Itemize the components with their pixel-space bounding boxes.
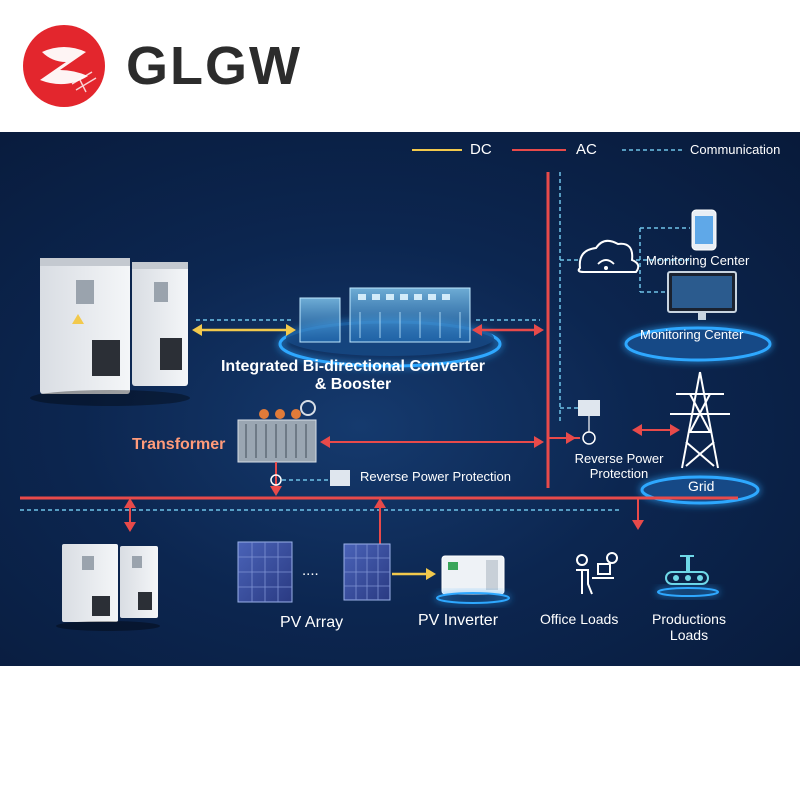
transformer-icon: [238, 401, 316, 462]
legend-communication-label: Communication: [690, 142, 780, 157]
header: GLGW: [0, 0, 800, 132]
legend-ac-label: AC: [576, 141, 597, 158]
converter-label-line1: Integrated Bi-directional Converter: [208, 358, 498, 376]
pv-dots: ....: [302, 562, 319, 579]
converter-label: Integrated Bi-directional Converter & Bo…: [208, 358, 498, 395]
cloud-icon: [579, 241, 639, 272]
reverse-protection-right-line1: Reverse Power: [566, 452, 672, 467]
production-loads-line1: Productions: [636, 611, 742, 627]
dc-link-cabinet-converter: [192, 320, 296, 336]
legend-dc-label: DC: [470, 141, 492, 158]
diagram-canvas: [0, 132, 800, 666]
production-loads-label: Productions Loads: [636, 611, 742, 643]
pv-array-label: PV Array: [280, 614, 343, 632]
monitoring-center-top-label: Monitoring Center: [646, 254, 749, 269]
battery-cabinets-upper: [30, 258, 190, 406]
reverse-protection-right-line2: Protection: [566, 467, 672, 482]
pv-inverter-label: PV Inverter: [418, 612, 498, 630]
diagram-panel: DC AC Communication Integrated Bi-direct…: [0, 132, 800, 666]
solar-panel-right: [340, 544, 394, 602]
production-loads-icon: [658, 556, 718, 596]
footer-blank: [0, 666, 800, 800]
monitor-icon: [668, 272, 736, 320]
smartphone-icon: [692, 210, 716, 250]
grid-label: Grid: [688, 478, 714, 494]
production-loads-line2: Loads: [636, 627, 742, 643]
grid-tower-icon: [670, 372, 730, 468]
glgw-logo-icon: [22, 24, 106, 108]
pv-inverter-icon: [437, 556, 509, 603]
battery-cabinets-lower: [56, 544, 160, 631]
brand-name: GLGW: [126, 36, 302, 96]
converter-booster-station: [280, 288, 500, 366]
transformer-label: Transformer: [132, 436, 225, 454]
office-loads-icon: [576, 553, 617, 594]
solar-panel-left: [234, 542, 296, 604]
reverse-protection-left-icon: [330, 470, 350, 486]
reverse-protection-right-label: Reverse Power Protection: [566, 452, 672, 482]
reverse-protection-right-icon: [578, 400, 600, 444]
reverse-protection-left-label: Reverse Power Protection: [360, 470, 511, 485]
converter-label-line2: & Booster: [208, 376, 498, 394]
monitoring-center-bottom-label: Monitoring Center: [640, 328, 743, 343]
office-loads-label: Office Loads: [540, 611, 618, 627]
